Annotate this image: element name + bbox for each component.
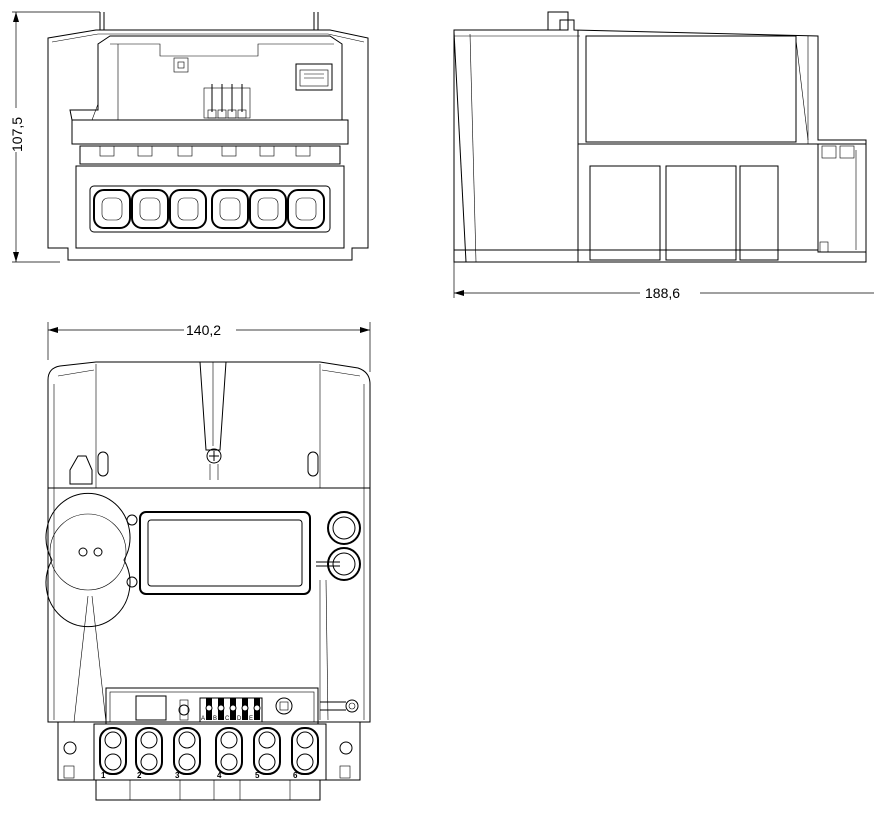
aux-terminal-label: C (225, 716, 230, 722)
rj45-port-icon (295, 63, 333, 91)
terminal-6 (291, 727, 319, 775)
pin-header (203, 84, 251, 119)
seal-hole-icon (275, 697, 293, 715)
top-view: 140,2 (45, 320, 371, 801)
terminal-2 (135, 727, 163, 775)
terminal-4 (215, 727, 243, 775)
aux-terminal-label: E (249, 716, 253, 722)
terminal-number-4: 4 (217, 771, 222, 780)
terminal-number-3: 3 (175, 771, 180, 780)
aux-terminal-label: A (201, 716, 205, 722)
length-dimension-label: 188,6 (645, 285, 680, 301)
height-dimension: 107,5 (6, 11, 100, 263)
terminal-number-6: 6 (293, 771, 298, 780)
aux-terminals: A B C D E (199, 697, 263, 723)
button-upper-icon (327, 511, 361, 545)
terminal-3 (173, 727, 201, 775)
terminal-number-1: 1 (101, 771, 106, 780)
lcd-display (126, 511, 311, 595)
front-view: 107,5 (6, 11, 369, 263)
terminal-number-2: 2 (137, 771, 142, 780)
button-lower-icon (316, 547, 361, 581)
length-dimension: 188,6 (453, 262, 874, 301)
aux-terminal-label: B (213, 716, 217, 722)
terminal-1 (99, 727, 127, 775)
terminal-5 (253, 727, 281, 775)
optical-port-icon (45, 492, 131, 723)
height-dimension-label: 107,5 (9, 117, 25, 152)
seal-post-icon (320, 699, 359, 713)
width-dimension-label: 140,2 (186, 322, 221, 338)
terminal-block-top: 1 2 3 4 5 6 (93, 723, 327, 781)
terminal-number-5: 5 (255, 771, 260, 780)
seal-screw-icon (206, 448, 222, 480)
fuse-icon (178, 699, 190, 721)
aux-terminal-label: D (237, 716, 242, 722)
side-view: 188,6 (453, 11, 874, 301)
terminal-block-front (89, 185, 331, 233)
width-dimension: 140,2 (47, 320, 371, 372)
